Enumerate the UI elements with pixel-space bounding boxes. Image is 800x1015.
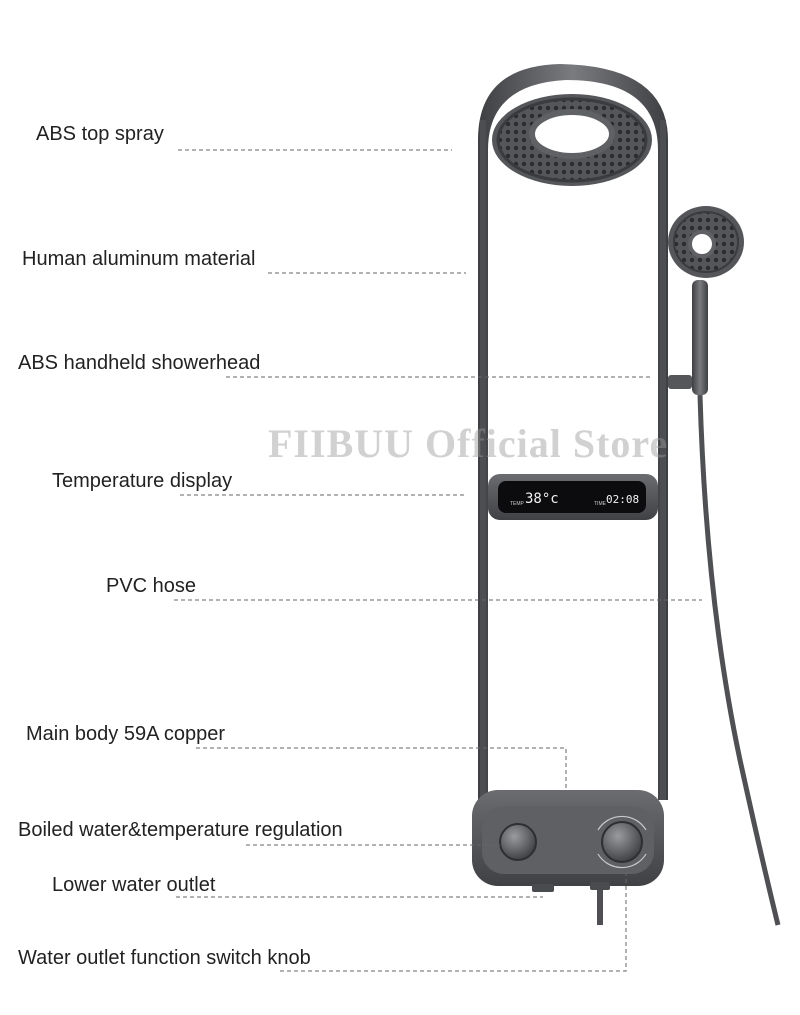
display-time-tag: TIME: [594, 501, 607, 507]
watermark: FIIBUU Official Store: [268, 421, 669, 466]
display-screen: [498, 481, 646, 513]
switch-arc-top: [597, 815, 647, 831]
function-switch-knob: [601, 821, 643, 863]
display-temperature: 38°c: [525, 491, 559, 507]
top-spray-head: [492, 94, 652, 186]
label-main-body: Main body 59A copper: [26, 723, 226, 745]
frame-left-rail: [480, 120, 486, 800]
handheld-handle: [692, 280, 708, 395]
label-switch-knob: Water outlet function switch knob: [18, 947, 311, 969]
display-temp-tag: TEMP: [510, 501, 525, 507]
outlet-connector: [590, 882, 610, 890]
label-aluminum-material: Human aluminum material: [22, 248, 256, 270]
label-abs-top-spray: ABS top spray: [36, 123, 164, 145]
label-pvc-hose: PVC hose: [106, 575, 197, 597]
temperature-display-panel: TEMP 38°c TIME 02:08: [488, 474, 658, 520]
switch-arc-bottom: [597, 853, 647, 869]
leader-switch-knob: [280, 870, 627, 972]
leader-lines: [174, 149, 702, 972]
label-temperature-regulation: Boiled water&temperature regulation: [18, 819, 343, 841]
handheld-showerhead: [668, 206, 744, 395]
label-temperature-display: Temperature display: [52, 470, 233, 492]
pvc-hose-line: [697, 394, 781, 926]
frame-right-rail: [660, 120, 666, 800]
display-time: 02:08: [606, 493, 639, 506]
temperature-regulation-knob: [499, 823, 537, 861]
handheld-holder: [668, 375, 692, 389]
leader-main-body: [196, 747, 567, 790]
control-box: [472, 790, 664, 892]
lower-outlet-nozzle: [532, 884, 554, 892]
shower-frame: [478, 64, 668, 800]
label-lower-outlet: Lower water outlet: [52, 874, 216, 896]
label-handheld-showerhead: ABS handheld showerhead: [18, 352, 261, 374]
